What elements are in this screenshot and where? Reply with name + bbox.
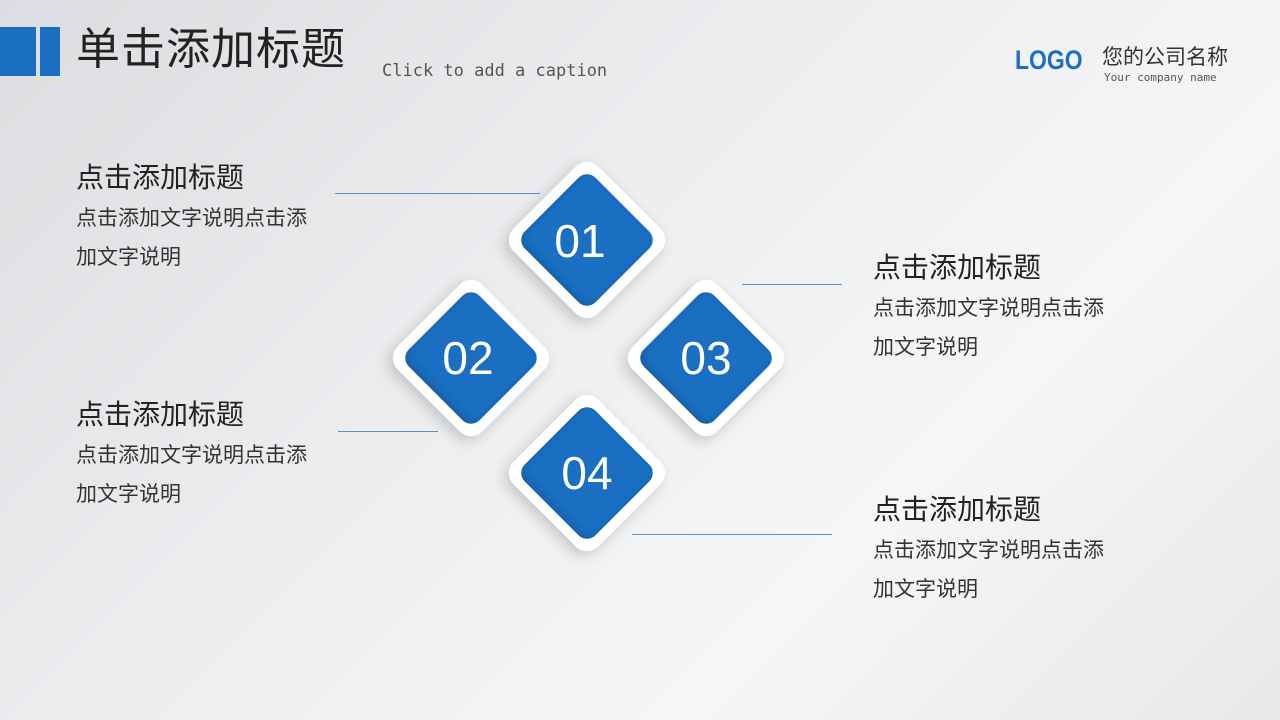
number-04: 04 (561, 447, 613, 499)
text-block-03: 点击添加标题 点击添加文字说明点击添加文字说明 (873, 250, 1113, 367)
number-03: 03 (680, 332, 732, 384)
connector-line-04 (632, 534, 832, 535)
connector-line-03 (742, 284, 842, 285)
item-title-04[interactable]: 点击添加标题 (873, 493, 1042, 526)
item-title-02[interactable]: 点击添加标题 (76, 398, 245, 431)
company-name-en[interactable]: Your company name (1104, 71, 1217, 84)
text-block-01: 点击添加标题 点击添加文字说明点击添加文字说明 (76, 160, 316, 277)
number-01: 01 (554, 215, 606, 267)
item-desc-01[interactable]: 点击添加文字说明点击添加文字说明 (76, 206, 307, 269)
page-title[interactable]: 单击添加标题 (76, 24, 346, 75)
page-subtitle[interactable]: Click to add a caption (382, 61, 608, 81)
connector-line-01 (335, 193, 540, 194)
item-desc-03[interactable]: 点击添加文字说明点击添加文字说明 (873, 296, 1104, 359)
logo: LOGO (1015, 45, 1083, 75)
item-title-01[interactable]: 点击添加标题 (76, 161, 245, 194)
company-name[interactable]: 您的公司名称 (1102, 45, 1228, 69)
accent-bar-large (0, 27, 36, 76)
item-desc-04[interactable]: 点击添加文字说明点击添加文字说明 (873, 538, 1104, 601)
text-block-02: 点击添加标题 点击添加文字说明点击添加文字说明 (76, 397, 316, 514)
text-block-04: 点击添加标题 点击添加文字说明点击添加文字说明 (873, 492, 1113, 609)
number-02: 02 (442, 332, 494, 384)
accent-bar-small (40, 27, 60, 76)
connector-line-02 (338, 431, 438, 432)
item-title-03[interactable]: 点击添加标题 (873, 251, 1042, 284)
item-desc-02[interactable]: 点击添加文字说明点击添加文字说明 (76, 443, 307, 506)
